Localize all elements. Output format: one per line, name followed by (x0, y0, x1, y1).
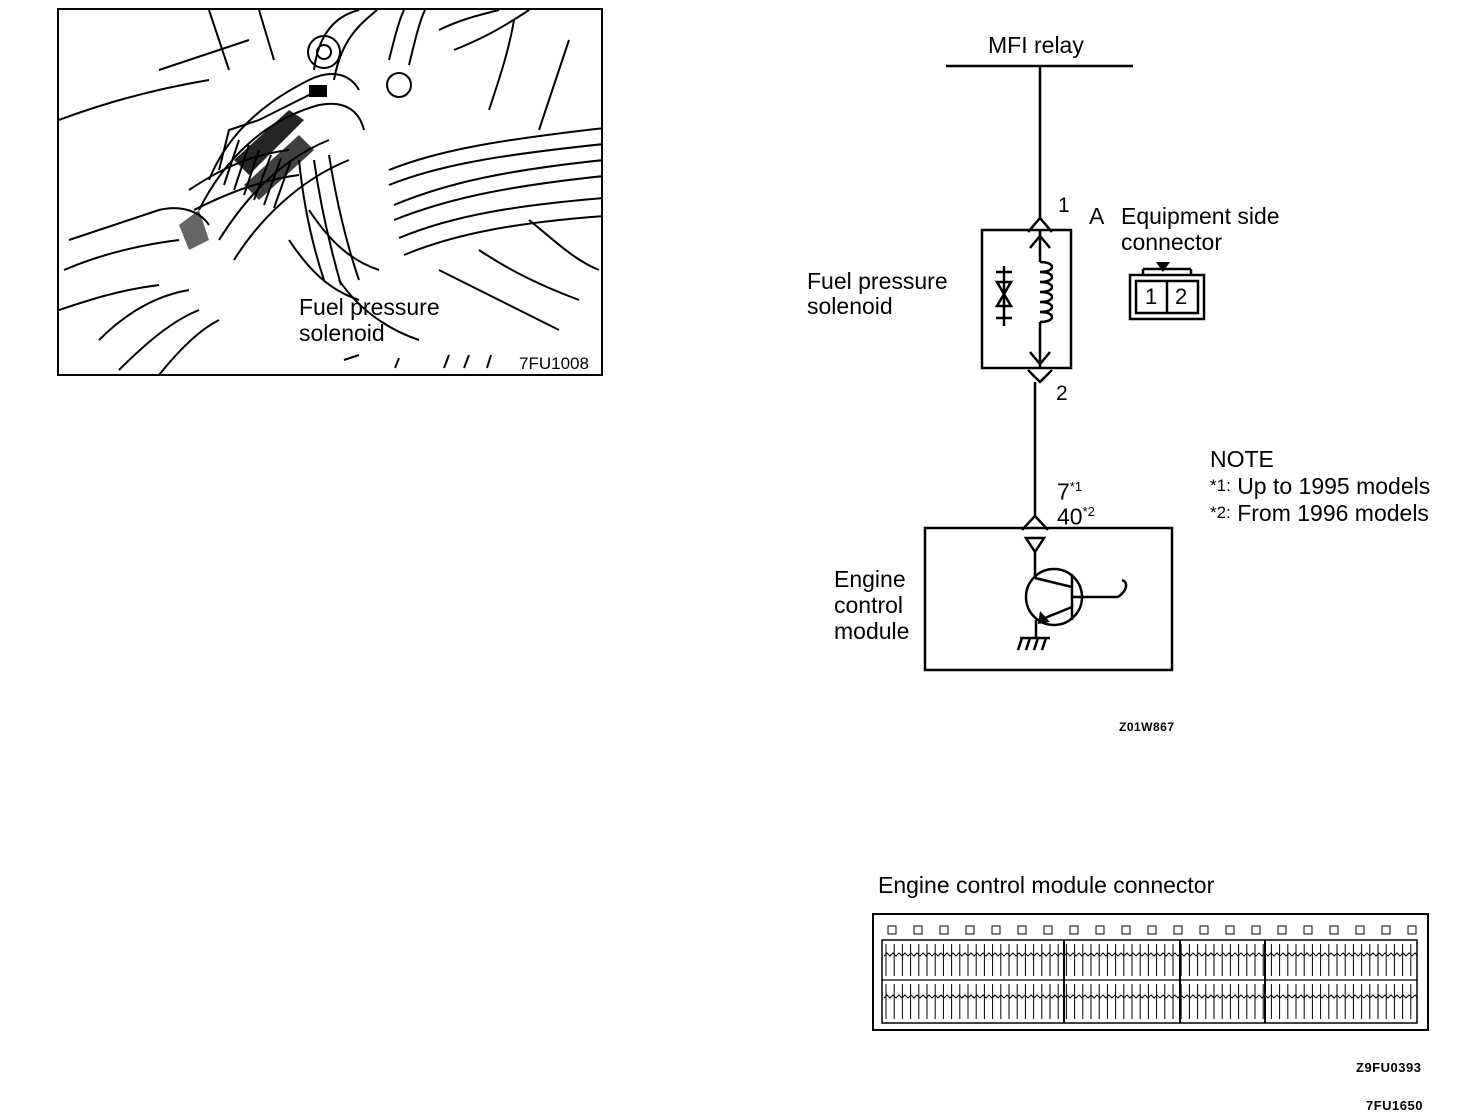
ecm-pin-connector-mark (1021, 514, 1049, 531)
connector-tab (1095, 925, 1105, 935)
connector-tab (1277, 925, 1287, 935)
equipment-side-line2: connector (1121, 229, 1223, 255)
ecm-connector-body (872, 913, 1429, 1031)
ecm-label-line1: Engine (834, 566, 906, 592)
connector-tab (1043, 925, 1053, 935)
equipment-connector (1128, 273, 1206, 321)
pin2-label: 2 (1056, 382, 1068, 405)
ecm-label-line2: control (834, 592, 904, 618)
connector-tab (887, 925, 897, 935)
connector-tab (1173, 925, 1183, 935)
note-item1-text: Up to 1995 models (1237, 473, 1431, 499)
connector-tab (1407, 925, 1417, 935)
ecm-pin-b: 40*2 (1057, 503, 1095, 530)
ecm-pin-b-note: *2 (1082, 504, 1095, 519)
photo-label-line2: solenoid (299, 320, 385, 346)
note-title: NOTE (1210, 446, 1274, 472)
ecm-box (923, 526, 1174, 672)
ecm-pin-a-note: *1 (1069, 479, 1083, 494)
conn-pin2-label: 2 (1175, 284, 1188, 309)
pin1-label: 1 (1058, 194, 1070, 217)
ecm-connector-code2: 7FU1650 (1366, 1098, 1423, 1113)
connector-tab (1017, 925, 1027, 935)
circuit-code: Z01W867 (1119, 720, 1175, 734)
connector-pin-row (883, 994, 1419, 999)
connector-tab (1147, 925, 1157, 935)
connector-pin-row (883, 952, 1419, 957)
connector-tab (939, 925, 949, 935)
connector-tab (1355, 925, 1365, 935)
ecm-connector-code1: Z9FU0393 (1356, 1060, 1422, 1075)
solenoid-label-line1: Fuel pressure (807, 268, 948, 294)
connector-tab (1069, 925, 1079, 935)
mfi-relay-label: MFI relay (988, 32, 1084, 58)
ecm-diode-symbol (1023, 536, 1047, 555)
connector-tab (1251, 925, 1261, 935)
connector-tab (965, 925, 975, 935)
ecm-connector-title: Engine control module connector (878, 872, 1215, 898)
pin1-connector-mark (1027, 216, 1053, 233)
solenoid-coil (1039, 260, 1054, 324)
solenoid-label-line2: solenoid (807, 293, 893, 319)
note-item2-mark: *2: (1210, 503, 1231, 522)
connector-tab (1303, 925, 1313, 935)
engine-bay-sketch (59, 10, 601, 374)
conn-pin1-label: 1 (1145, 284, 1158, 309)
connector-tab (1329, 925, 1339, 935)
connector-tab (1381, 925, 1391, 935)
note-item2: *2: From 1996 models (1210, 500, 1429, 526)
ecm-label-line3: module (834, 618, 910, 644)
connector-tab (1225, 925, 1235, 935)
note-item1: *1: Up to 1995 models (1210, 473, 1430, 499)
connector-latch-icon (1156, 262, 1170, 272)
note-item1-mark: *1: (1210, 476, 1231, 495)
connector-tab (1121, 925, 1131, 935)
connector-tab (1199, 925, 1209, 935)
ecm-pin-a: 7*1 (1057, 478, 1083, 505)
photo-code: 7FU1008 (519, 354, 589, 373)
solenoid-box (980, 228, 1073, 370)
note-item2-text: From 1996 models (1237, 500, 1429, 526)
connector-tab (913, 925, 923, 935)
equipment-side-line1: Equipment side (1121, 203, 1280, 229)
connector-tab (991, 925, 1001, 935)
photo-label-line1: Fuel pressure (299, 294, 440, 320)
engine-bay-illustration: Fuel pressure solenoid 7FU1008 (57, 8, 603, 376)
connector-letter: A (1089, 203, 1105, 229)
pin2-connector-mark (1027, 369, 1053, 384)
